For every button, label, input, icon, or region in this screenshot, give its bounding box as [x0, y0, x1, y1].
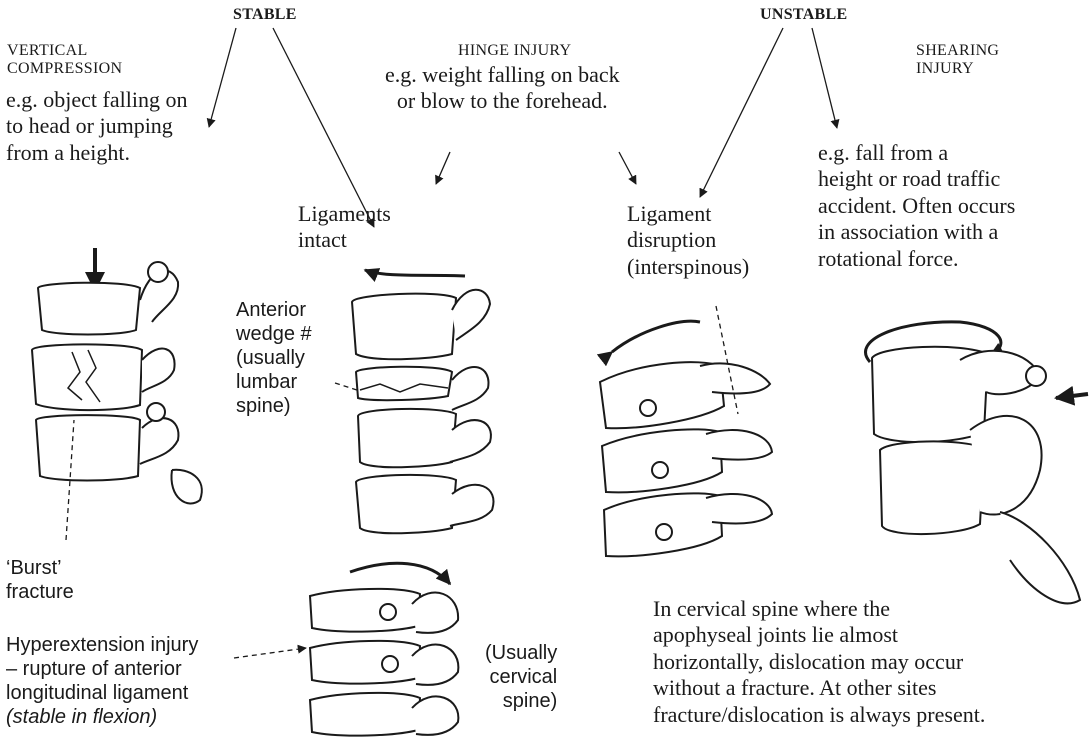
- unstable-to-shearing-arrow: [812, 28, 837, 128]
- stable-to-vertical-arrow: [209, 28, 236, 127]
- hyperextension-figure: [234, 563, 458, 735]
- hinge-to-intact-arrow: [436, 152, 450, 184]
- shearing-figure: [866, 322, 1088, 603]
- hinge-to-disruption-arrow: [619, 152, 636, 184]
- unstable-to-hinge-arrow: [700, 28, 783, 197]
- stable-to-hinge-arrow: [273, 28, 374, 227]
- interspinous-disruption-figure: [600, 306, 772, 556]
- anterior-wedge-figure: [335, 270, 493, 533]
- vertical-compression-figure: [32, 248, 202, 540]
